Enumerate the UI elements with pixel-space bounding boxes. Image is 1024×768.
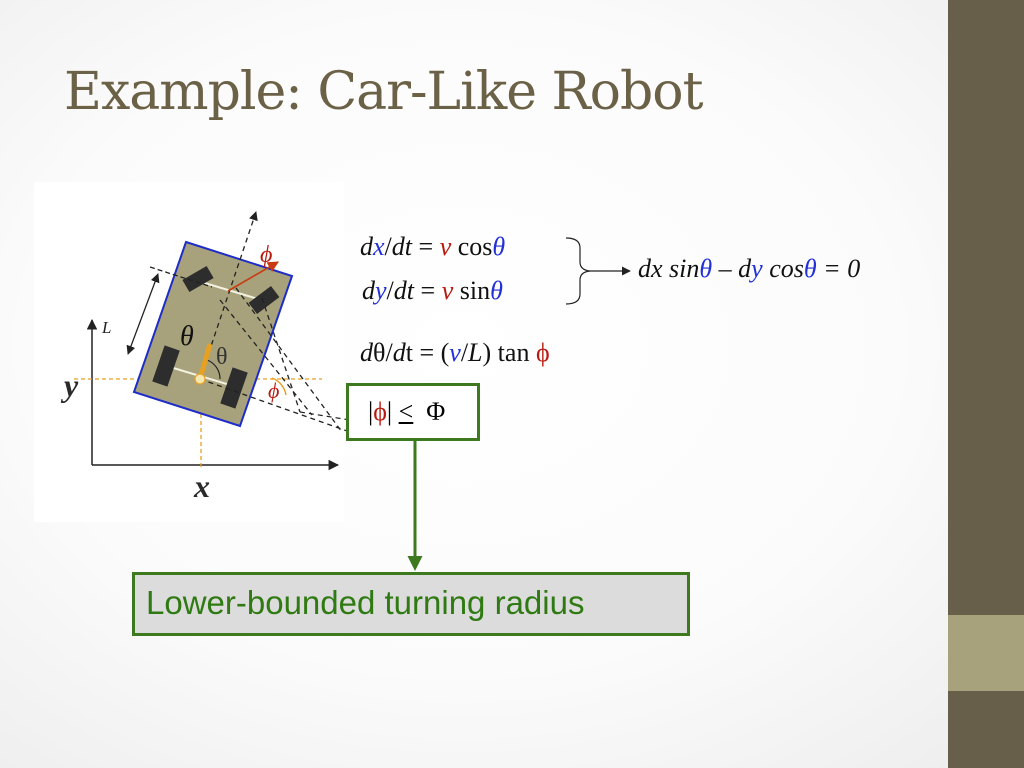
eq2-d: d bbox=[362, 276, 375, 305]
equation-brace bbox=[565, 237, 591, 305]
rear-left-wheel bbox=[152, 345, 180, 387]
combined-theta1: θ bbox=[699, 254, 713, 283]
eq2-dt: dt bbox=[393, 276, 415, 305]
eq2-slash: / bbox=[386, 276, 394, 305]
eq3-t: t bbox=[405, 338, 413, 367]
constraint-phi: ϕ bbox=[373, 397, 387, 426]
eq1-fn: cos bbox=[451, 232, 493, 261]
eq3-equals: = ( bbox=[412, 338, 450, 367]
eq1-v: v bbox=[439, 232, 452, 261]
eq3-d2: d bbox=[392, 338, 406, 367]
eq3-over: / bbox=[460, 338, 469, 367]
x-axis-label: x bbox=[193, 468, 210, 504]
steering-arrow bbox=[227, 261, 279, 292]
wheelbase-arrow bbox=[126, 273, 160, 355]
theta-small-label: θ bbox=[216, 344, 228, 370]
combined-cos: cos bbox=[762, 254, 804, 283]
sidebar-accent-block bbox=[948, 615, 1024, 691]
combined-sin: sin bbox=[662, 254, 700, 283]
heading-reference-segment bbox=[197, 343, 213, 380]
steering-constraint-box bbox=[346, 383, 480, 441]
front-left-wheel bbox=[182, 265, 214, 293]
theta-arc bbox=[206, 359, 221, 380]
front-wheel-normal-line bbox=[235, 287, 343, 433]
equation-dtheta-dt: dθ/dt = (v/L) tan ϕ bbox=[360, 340, 550, 366]
constraint-Phi: Φ bbox=[426, 397, 446, 426]
wheelbase-top-tick bbox=[149, 266, 213, 288]
eq3-phi: ϕ bbox=[535, 338, 550, 367]
eq1-slash: / bbox=[384, 232, 392, 261]
eq3-theta: θ bbox=[373, 338, 386, 367]
eq1-equals: = bbox=[412, 232, 440, 261]
combined-theta2: θ bbox=[803, 254, 817, 283]
eq3-L: L bbox=[468, 338, 483, 367]
eq3-v: v bbox=[449, 338, 461, 367]
eq2-theta: θ bbox=[490, 276, 503, 305]
equation-dy-dt: dy/dt = v sinθ bbox=[362, 278, 503, 304]
turning-radius-label: Lower-bounded turning radius bbox=[146, 584, 585, 621]
combined-rhs: = 0 bbox=[816, 254, 861, 283]
constraint-bar-close: | bbox=[386, 397, 393, 426]
steering-constraint-text: |ϕ| < Φ bbox=[368, 397, 445, 427]
eq1-d: d bbox=[360, 232, 373, 261]
combined-dy: y bbox=[751, 254, 763, 283]
eq3-slash: / bbox=[385, 338, 393, 367]
constraint-leq: < bbox=[398, 397, 414, 426]
equation-nonholonomic: dx sinθ – dy cosθ = 0 bbox=[638, 256, 860, 282]
constraint-dashed-link bbox=[299, 411, 351, 421]
eq2-fn: sin bbox=[453, 276, 491, 305]
side-dashed-line bbox=[261, 297, 301, 413]
combined-dx-text: dx bbox=[638, 254, 663, 283]
eq3-d: d bbox=[360, 338, 373, 367]
combined-minus: – d bbox=[712, 254, 752, 283]
phi-top-label: ϕ bbox=[260, 242, 272, 268]
turning-center-line bbox=[219, 299, 313, 416]
equation-dx-dt: dx/dt = v cosθ bbox=[360, 234, 505, 260]
rear-right-wheel bbox=[220, 367, 248, 409]
wheelbase-label: L bbox=[101, 318, 111, 337]
theta-body-label: θ bbox=[180, 321, 194, 352]
turning-radius-box bbox=[132, 572, 690, 636]
eq2-v: v bbox=[441, 276, 454, 305]
constraint-bar-open: | bbox=[368, 397, 374, 426]
eq2-var: y bbox=[375, 276, 387, 305]
combined-dx: dx bbox=[638, 254, 663, 283]
eq1-theta: θ bbox=[492, 232, 506, 261]
reference-point bbox=[194, 373, 206, 385]
phi-side-arc bbox=[271, 377, 287, 396]
y-axis-label: y bbox=[60, 367, 79, 403]
eq2-equals: = bbox=[414, 276, 442, 305]
phi-side-label: ϕ bbox=[268, 378, 279, 403]
eq1-dt: dt bbox=[391, 232, 413, 261]
eq3-tan: ) tan bbox=[482, 338, 536, 367]
front-right-wheel bbox=[248, 285, 280, 315]
eq1-var: x bbox=[373, 232, 385, 261]
slide-title: Example: Car-Like Robot bbox=[64, 62, 703, 122]
